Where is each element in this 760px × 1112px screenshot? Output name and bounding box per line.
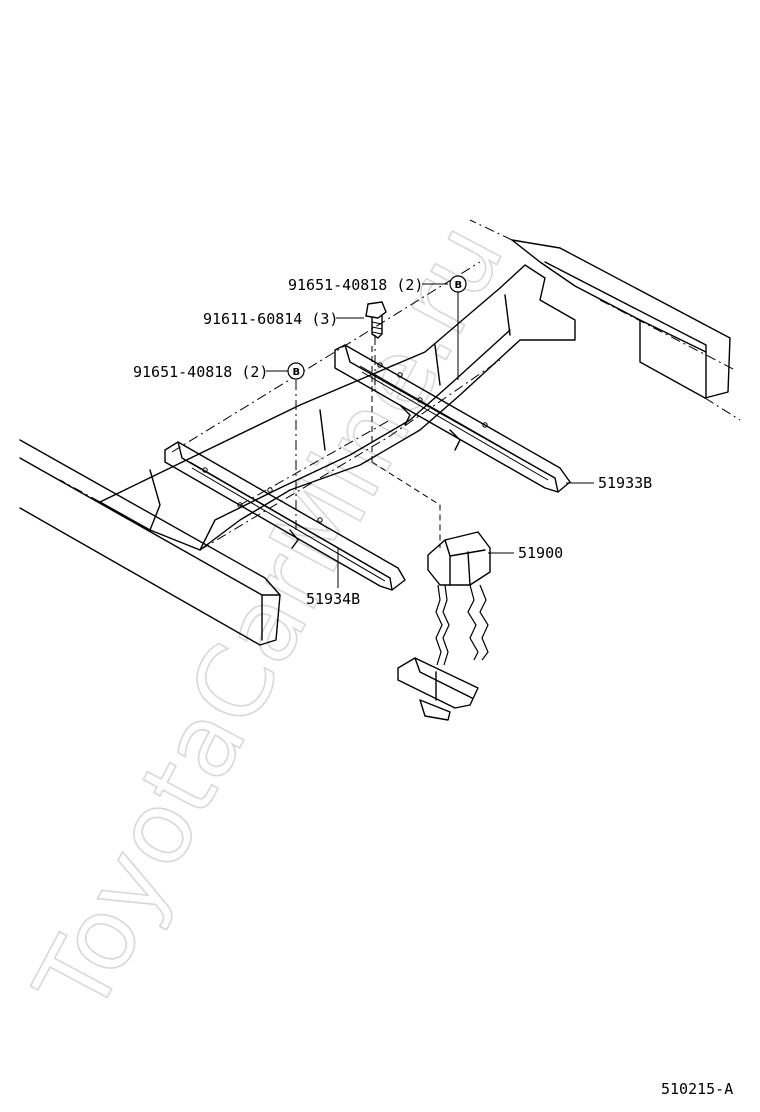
- callout-label-51933b: 51933B: [598, 474, 652, 492]
- callout-screw: 91611-60814 (3): [203, 310, 364, 328]
- frame-rail-left: [19, 439, 281, 646]
- callout-bolt-b-top: 91651-40818 (2) B: [288, 275, 467, 375]
- diagram-code: 510215-A: [661, 1080, 733, 1098]
- watermark-text: ToyotaCarMine.ru: [12, 205, 526, 1032]
- callout-crossmember-front: 51934B: [306, 548, 360, 608]
- callout-crossmember-rear: 51933B: [566, 474, 652, 492]
- marker-b-top-text: B: [455, 280, 463, 291]
- crossmember-front: [164, 441, 406, 591]
- callout-label-bolt-left: 91651-40818 (2): [133, 363, 268, 381]
- crossmember-rear: [334, 344, 571, 493]
- alignment-lines: [171, 261, 501, 551]
- marker-b-left-circle: [287, 362, 305, 380]
- callout-bolt-b-left: 91651-40818 (2) B: [133, 362, 305, 381]
- screw-part: [365, 301, 387, 339]
- spare-tire-carrier: [397, 531, 491, 721]
- callout-label-bolt-top: 91651-40818 (2): [288, 276, 423, 294]
- callout-label-51934b: 51934B: [306, 590, 360, 608]
- marker-b-left-text: B: [293, 367, 301, 378]
- callout-carrier: 51900: [488, 544, 563, 562]
- callout-label-screw: 91611-60814 (3): [203, 310, 338, 328]
- callout-label-51900: 51900: [518, 544, 563, 562]
- side-member: [59, 264, 576, 551]
- frame-rail-right: [469, 219, 741, 421]
